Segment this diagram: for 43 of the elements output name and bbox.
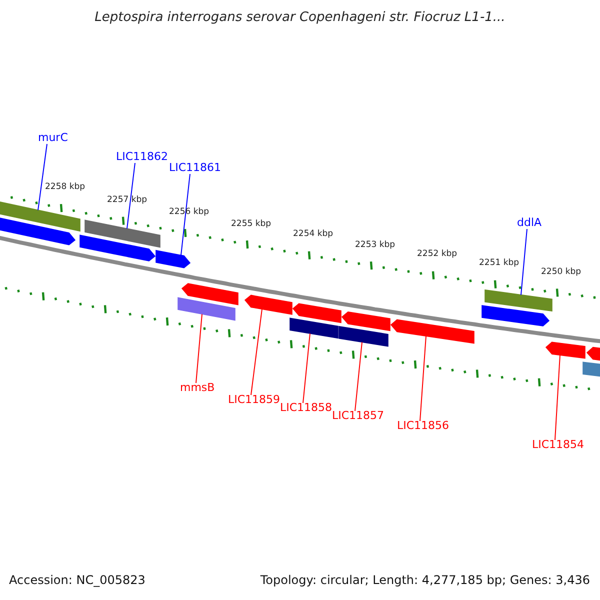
gene-block (341, 311, 390, 332)
gene-block (244, 294, 292, 315)
gene-block (0, 200, 80, 232)
scale-label: 2252 kbp (417, 250, 458, 260)
scale-label: 2250 kbp (541, 268, 582, 278)
gene-block (84, 220, 160, 248)
gene-block (156, 250, 191, 268)
leader-line (420, 336, 426, 422)
gene-label: LIC11856 (397, 420, 450, 433)
gene-block (80, 234, 156, 262)
scale-label: 2254 kbp (293, 230, 334, 240)
gene-label: mmsB (180, 382, 215, 395)
title: Leptospira interrogans serovar Copenhageni str. Fiocruz L1-1... (94, 11, 506, 26)
leader-line (250, 308, 262, 396)
scale-label: 2251 kbp (479, 259, 520, 270)
scale-label: 2257 kbp (107, 196, 148, 206)
gene-block (484, 289, 552, 312)
gene-block (181, 283, 238, 306)
gene-block (582, 362, 600, 377)
leader-line (302, 333, 310, 404)
gene-label: LIC11854 (532, 439, 584, 452)
leader-line (126, 162, 136, 230)
gene-block (178, 297, 236, 321)
gene-label: LIC11862 (116, 151, 168, 164)
scale-label: 2258 kbp (45, 183, 86, 193)
gene-label: LIC11859 (228, 394, 280, 407)
gene-label: LIC11861 (169, 162, 222, 175)
gene-label: murC (38, 132, 68, 145)
gene-block (292, 303, 342, 324)
gene-label: ddlA (517, 217, 542, 230)
scale-label: 2255 kbp (231, 220, 272, 230)
gene-block (482, 305, 550, 326)
gene-label: LIC11857 (332, 410, 384, 423)
gene-block (290, 318, 338, 339)
scale-label: 2253 kbp (355, 240, 396, 250)
gene-block (338, 326, 388, 347)
gene-block (0, 216, 76, 246)
leader-line (554, 354, 560, 440)
leader-line (354, 342, 362, 412)
gene-label: LIC11858 (280, 402, 332, 415)
accession-text: Accession: NC_005823 (9, 574, 146, 588)
genome-summary-text: Topology: circular; Length: 4,277,185 bp; Genes: 3,436 (260, 574, 590, 588)
leader-line (180, 174, 190, 256)
